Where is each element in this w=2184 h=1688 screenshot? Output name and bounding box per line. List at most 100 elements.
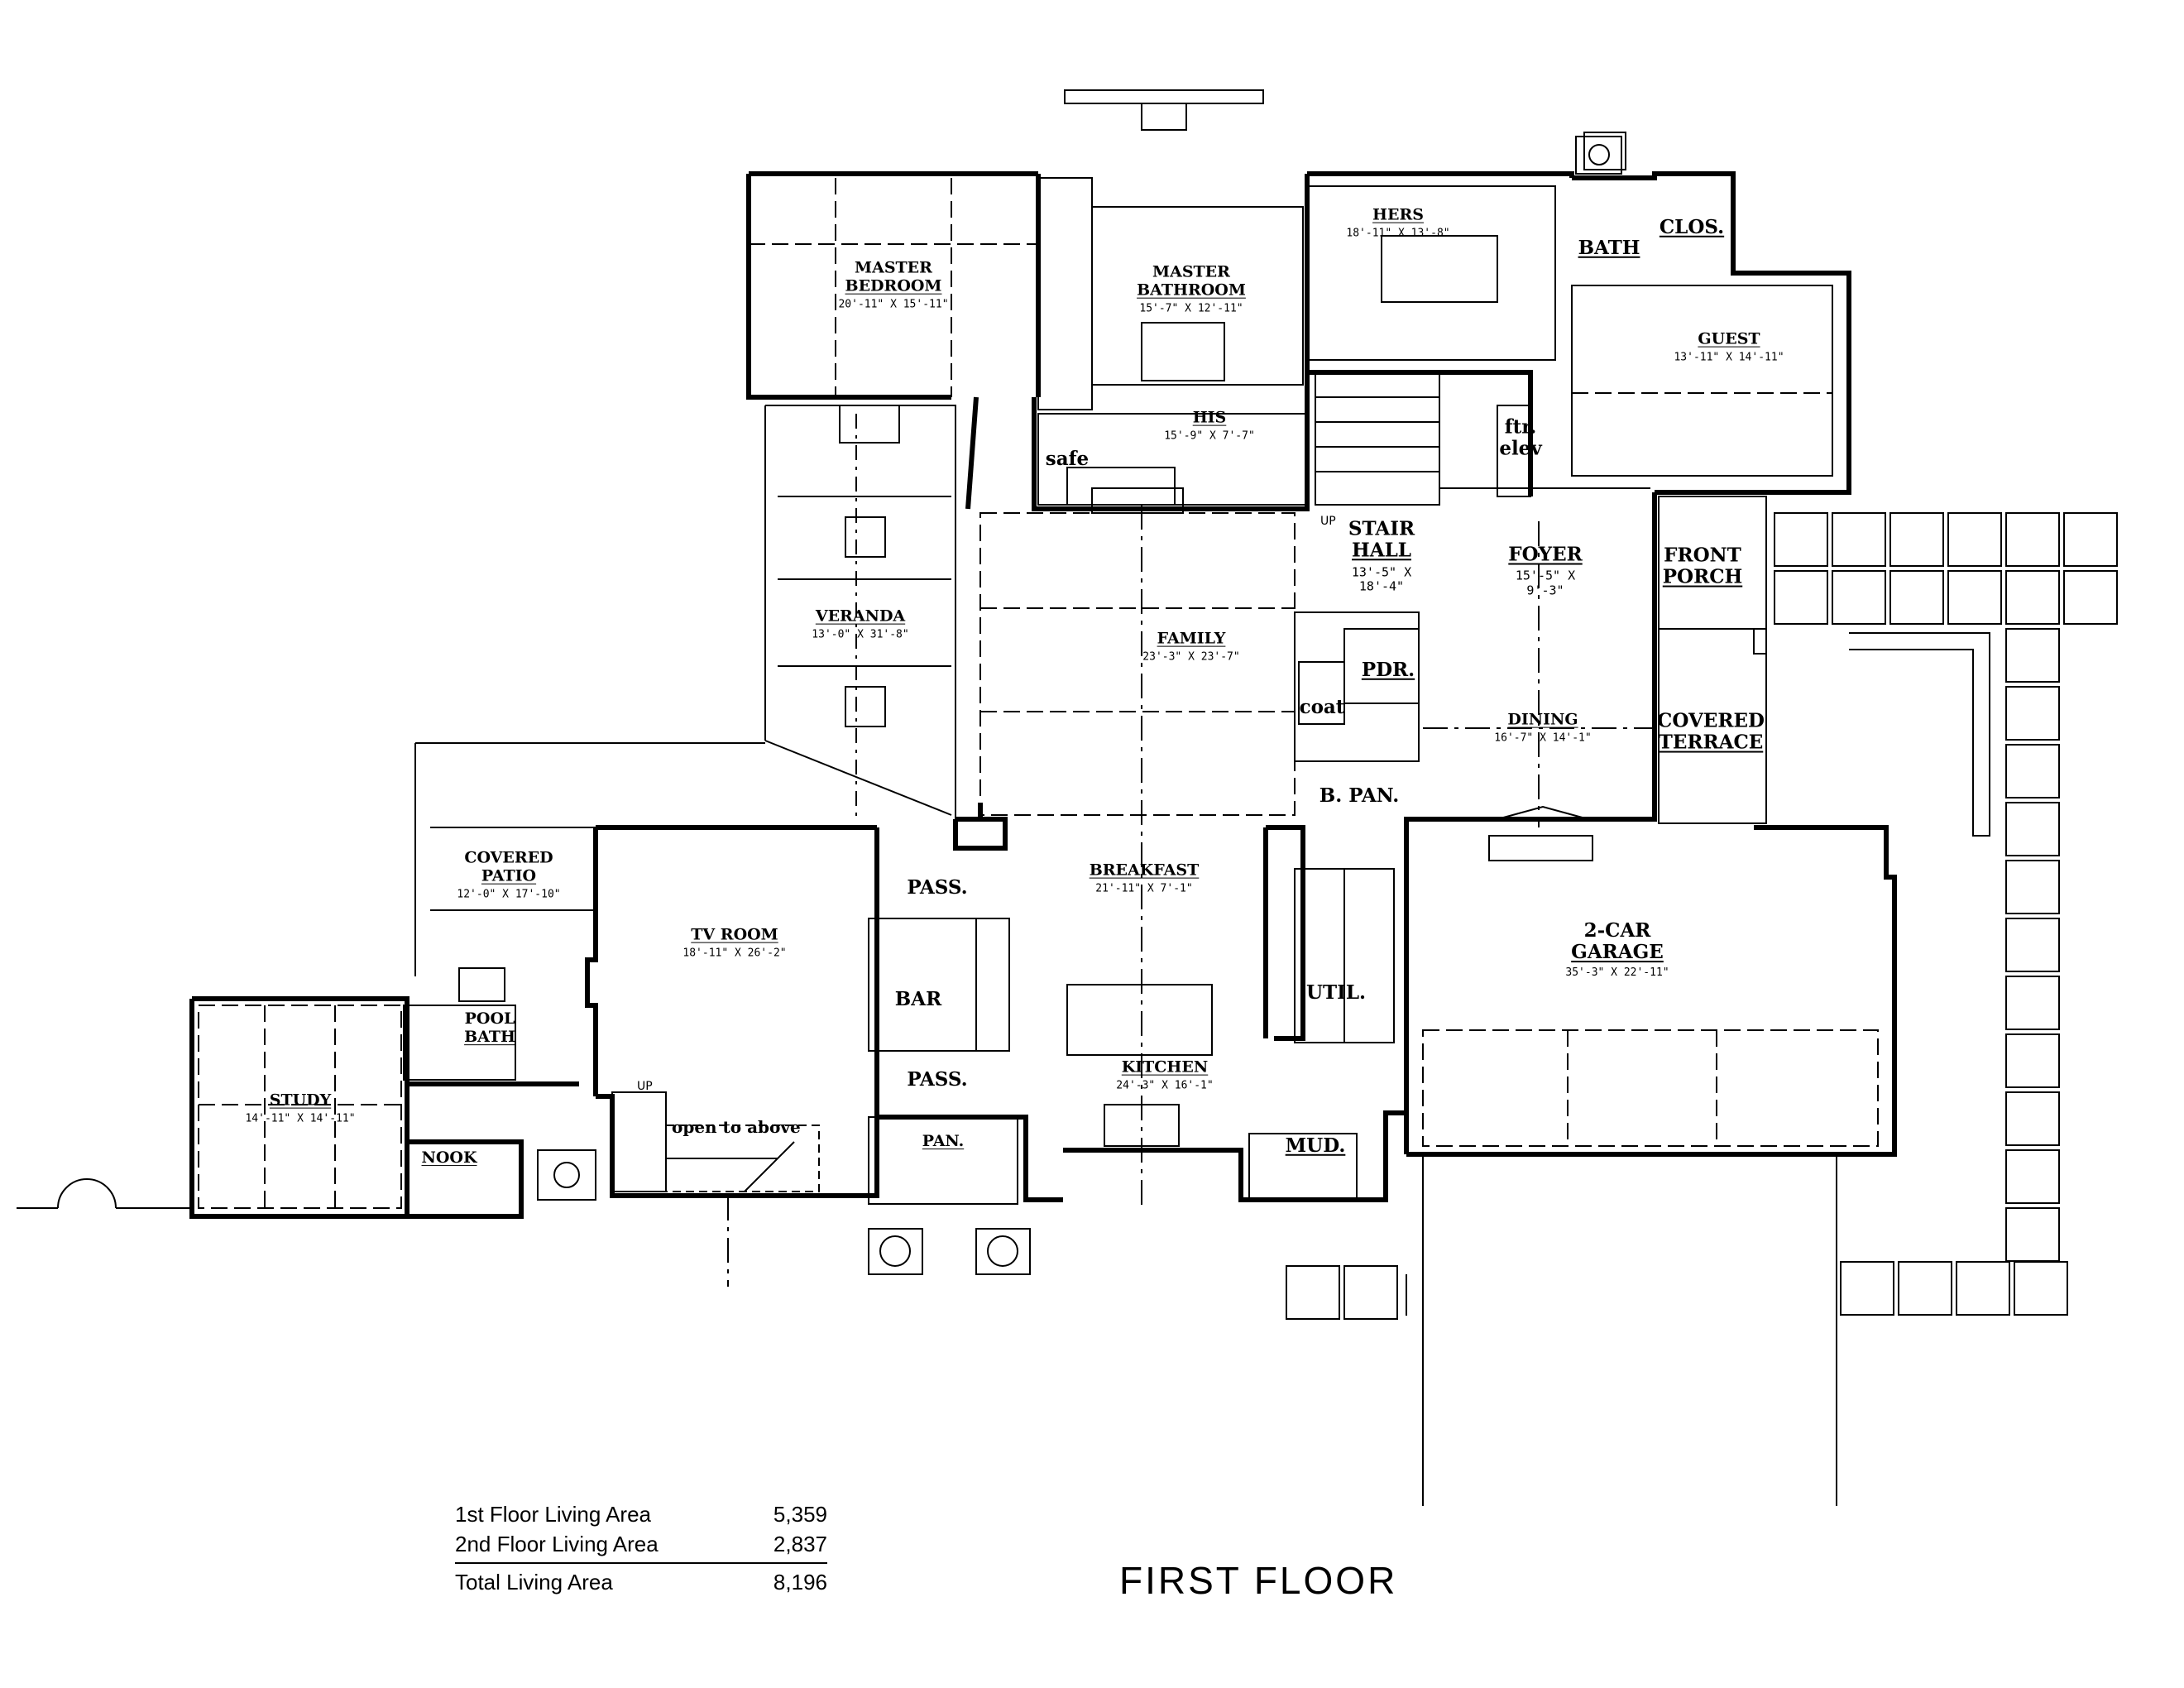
room-dimensions: 15'-5" X xyxy=(1515,568,1576,583)
room-tv-room: TV ROOM 18'-11" X 26'-2" xyxy=(682,925,787,961)
room-name: POOL xyxy=(464,1009,515,1029)
room-guest: GUEST 13'-11" X 14'-11" xyxy=(1674,329,1784,365)
room-name: BATH xyxy=(1578,236,1640,259)
room-bath: BATH xyxy=(1578,237,1640,259)
room-dimensions: 15'-9" X 7'-7" xyxy=(1164,429,1255,443)
plan-title: FIRST FLOOR xyxy=(1119,1559,1398,1602)
room-name: 2-CAR xyxy=(1583,919,1651,942)
room-garage: 2-CAR GARAGE 35'-3" X 22'-11" xyxy=(1565,919,1669,980)
room-hers: HERS 18'-11" X 13'-8" xyxy=(1346,205,1450,241)
room-pass-upper: PASS. xyxy=(907,875,968,899)
room-covered-terrace: COVERED TERRACE xyxy=(1657,710,1765,755)
area-row-second: 2nd Floor Living Area 2,837 xyxy=(455,1529,827,1559)
room-b-pan: B. PAN. xyxy=(1319,784,1400,807)
room-mud: MUD. xyxy=(1285,1134,1346,1157)
room-name: BATH xyxy=(464,1028,515,1046)
area-label: 1st Floor Living Area xyxy=(455,1501,652,1527)
room-name: TERRACE xyxy=(1658,731,1764,754)
room-name: BAR xyxy=(894,987,942,1010)
room-name: B. PAN. xyxy=(1319,784,1400,807)
area-value: 8,196 xyxy=(773,1569,827,1594)
room-name: VERANDA xyxy=(815,607,906,626)
room-name: KITCHEN xyxy=(1121,1057,1209,1077)
room-name: DINING xyxy=(1507,710,1578,729)
room-dining: DINING 16'-7" X 14'-1" xyxy=(1494,710,1592,746)
room-dimensions: 23'-3" X 23'-7" xyxy=(1142,650,1240,664)
room-front-porch: FRONT PORCH xyxy=(1662,544,1743,589)
room-foyer: FOYER 15'-5" X 9'-3" xyxy=(1508,544,1582,598)
room-dimensions: 18'-4" xyxy=(1358,578,1405,594)
room-name: BATHROOM xyxy=(1137,281,1246,300)
room-name: TV ROOM xyxy=(691,925,778,944)
room-stair-hall: STAIR HALL 13'-5" X 18'-4" xyxy=(1348,517,1415,594)
room-name: FAMILY xyxy=(1157,629,1226,648)
room-coat: coat xyxy=(1300,696,1345,718)
room-name: FRONT xyxy=(1664,544,1741,567)
room-dimensions: 16'-7" X 14'-1" xyxy=(1494,731,1592,745)
room-dimensions: 18'-11" X 13'-8" xyxy=(1346,227,1450,240)
stair-up-note: UP xyxy=(637,1080,653,1093)
room-pdr: PDR. xyxy=(1362,659,1415,681)
room-name: FOYER xyxy=(1508,543,1583,566)
room-name: STUDY xyxy=(269,1091,332,1110)
room-name: GARAGE xyxy=(1571,941,1664,964)
area-value: 5,359 xyxy=(773,1501,827,1527)
room-dimensions: 15'-7" X 12'-11" xyxy=(1139,302,1243,315)
room-dimensions: 13'-11" X 14'-11" xyxy=(1674,351,1784,364)
room-dimensions: 20'-11" X 15'-11" xyxy=(838,298,949,311)
room-family: FAMILY 23'-3" X 23'-7" xyxy=(1142,629,1240,664)
room-name: BEDROOM xyxy=(845,276,942,295)
room-name: UTIL. xyxy=(1305,981,1367,1004)
room-name: ftr. xyxy=(1504,415,1537,439)
room-name: GUEST xyxy=(1698,329,1760,348)
room-dimensions: 35'-3" X 22'-11" xyxy=(1565,966,1669,979)
room-name: COVERED xyxy=(464,848,553,867)
area-label: Total Living Area xyxy=(455,1569,613,1594)
living-area-table: 1st Floor Living Area 5,359 2nd Floor Li… xyxy=(455,1499,827,1597)
room-covered-patio: COVERED PATIO 12'-0" X 17'-10" xyxy=(457,848,561,902)
room-master-bedroom: MASTER BEDROOM 20'-11" X 15'-11" xyxy=(838,258,949,312)
room-dimensions: 18'-11" X 26'-2" xyxy=(682,947,787,960)
room-pass-lower: PASS. xyxy=(907,1067,968,1091)
room-name: MUD. xyxy=(1285,1134,1346,1157)
room-name: BREAKFAST xyxy=(1089,861,1200,880)
room-nook: NOOK xyxy=(422,1149,477,1168)
stair-up-note: UP xyxy=(1320,515,1336,528)
room-name: CLOS. xyxy=(1659,215,1725,238)
room-util: UTIL. xyxy=(1305,981,1367,1004)
room-dimensions: 13'-5" X xyxy=(1351,564,1412,580)
room-name: PASS. xyxy=(907,1067,968,1091)
room-ftr-elev: ftr. elev xyxy=(1499,415,1542,461)
room-name: PASS. xyxy=(907,875,968,899)
room-dimensions: 13'-0" X 31'-8" xyxy=(812,628,909,641)
room-breakfast: BREAKFAST 21'-11" X 7'-1" xyxy=(1089,861,1200,896)
room-name: HIS xyxy=(1192,408,1227,427)
room-study: STUDY 14'-11" X 14'-11" xyxy=(245,1091,356,1126)
area-label: 2nd Floor Living Area xyxy=(455,1531,659,1556)
open-to-above-note: open to above xyxy=(672,1117,801,1137)
room-dimensions: 14'-11" X 14'-11" xyxy=(245,1112,356,1125)
room-name: elev xyxy=(1499,438,1542,460)
area-value: 2,837 xyxy=(773,1531,827,1556)
room-name: STAIR xyxy=(1348,517,1415,540)
room-name: safe xyxy=(1045,447,1090,470)
room-clos: CLOS. xyxy=(1659,215,1725,238)
room-kitchen: KITCHEN 24'-3" X 16'-1" xyxy=(1116,1057,1214,1093)
room-dimensions: 12'-0" X 17'-10" xyxy=(457,888,561,901)
area-row-first: 1st Floor Living Area 5,359 xyxy=(455,1499,827,1529)
room-name: PDR. xyxy=(1361,658,1415,681)
room-veranda: VERANDA 13'-0" X 31'-8" xyxy=(812,607,909,642)
room-name: HERS xyxy=(1372,205,1424,224)
room-name: MASTER xyxy=(855,258,932,277)
room-name: HALL xyxy=(1352,539,1411,562)
room-dimensions: 9'-3" xyxy=(1526,583,1564,598)
room-safe: safe xyxy=(1046,448,1089,470)
room-dimensions: 21'-11" X 7'-1" xyxy=(1095,882,1193,895)
room-name: MASTER xyxy=(1152,262,1230,281)
room-master-bathroom: MASTER BATHROOM 15'-7" X 12'-11" xyxy=(1137,262,1246,316)
room-dimensions: 24'-3" X 16'-1" xyxy=(1116,1079,1214,1092)
room-pool-bath: POOL BATH xyxy=(464,1009,515,1047)
room-name: PORCH xyxy=(1662,566,1743,588)
area-row-total: Total Living Area 8,196 xyxy=(455,1562,827,1597)
